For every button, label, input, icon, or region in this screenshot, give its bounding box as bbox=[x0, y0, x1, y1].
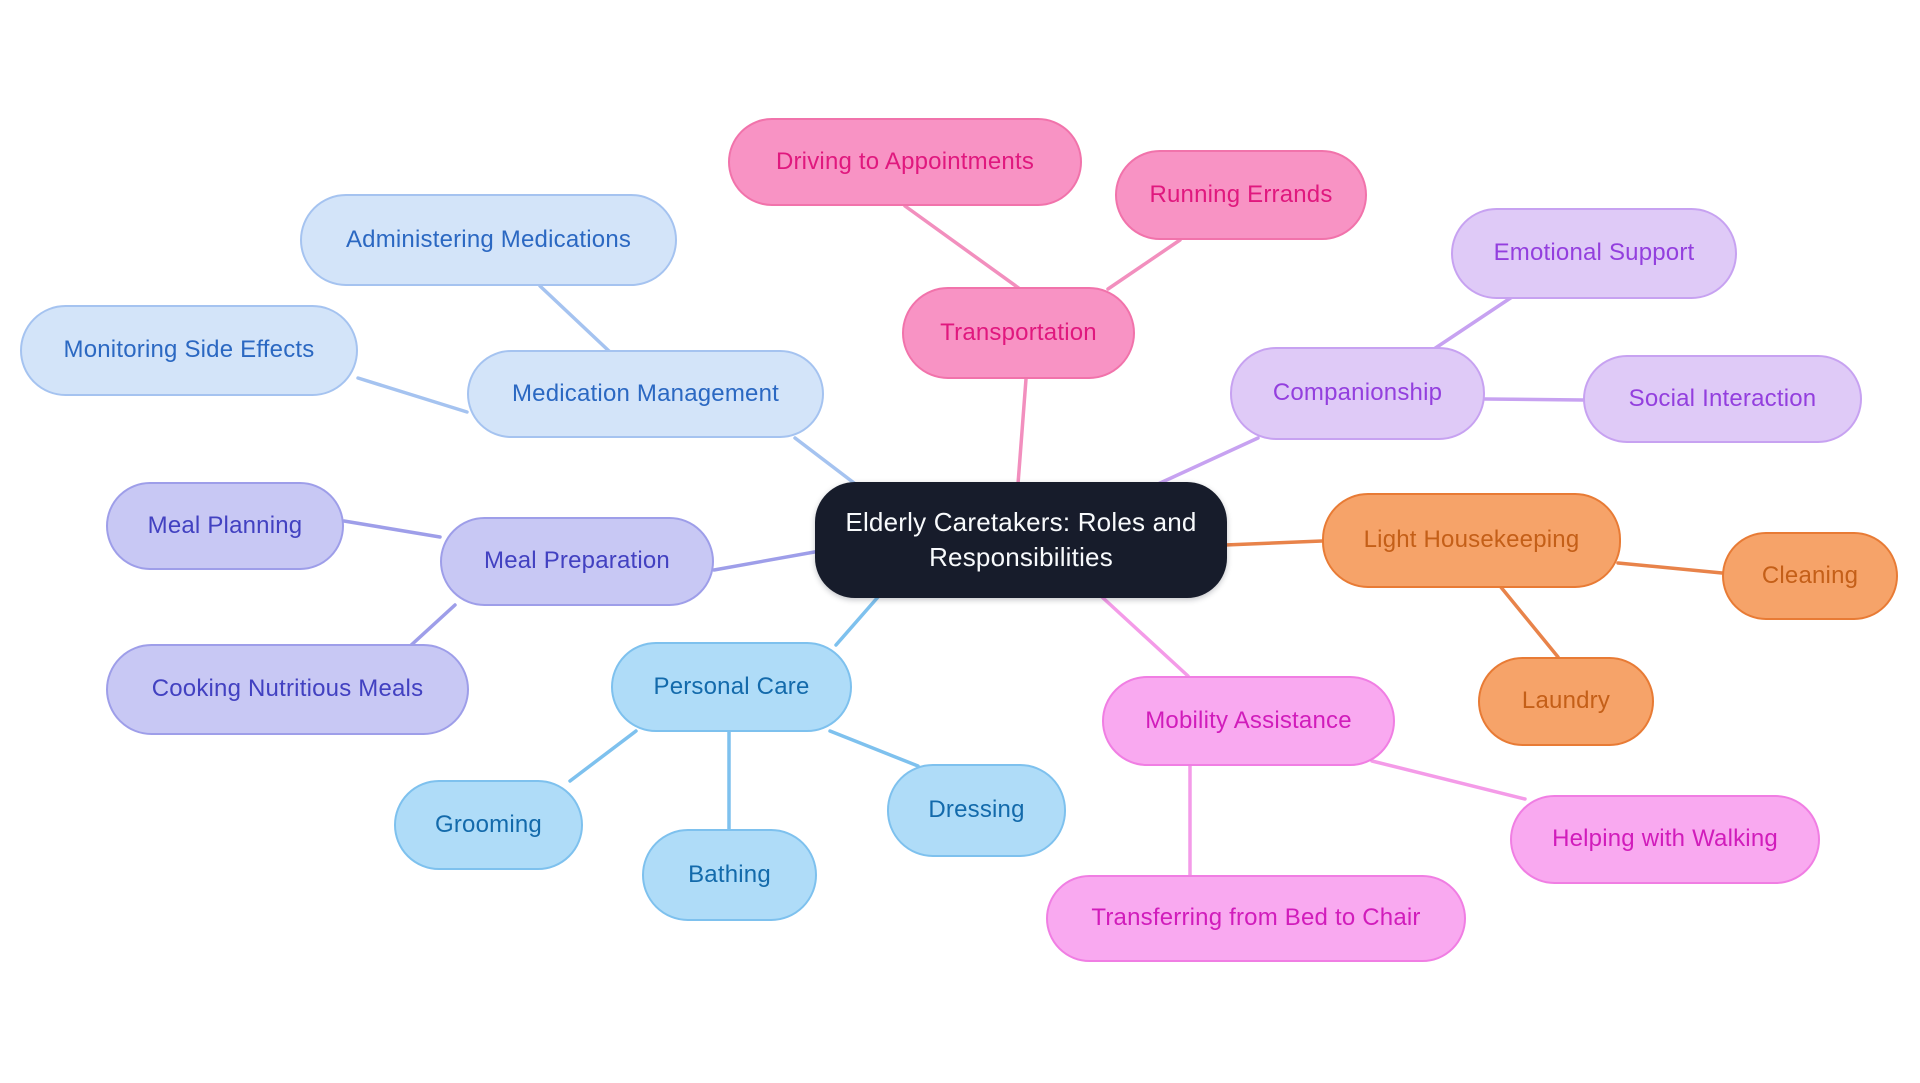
edge-center-personal bbox=[834, 595, 880, 647]
edge-center-mobility bbox=[1100, 595, 1190, 678]
edge-center-meal bbox=[712, 549, 822, 572]
node-meal-planning[interactable]: Meal Planning bbox=[106, 482, 344, 570]
node-social-interaction[interactable]: Social Interaction bbox=[1583, 355, 1862, 443]
node-administering-medications[interactable]: Administering Medications bbox=[300, 194, 677, 286]
node-meal-preparation[interactable]: Meal Preparation bbox=[440, 517, 714, 606]
node-transferring-from-bed-to-chair[interactable]: Transferring from Bed to Chair bbox=[1046, 875, 1466, 962]
node-laundry[interactable]: Laundry bbox=[1478, 657, 1654, 746]
node-transportation[interactable]: Transportation bbox=[902, 287, 1135, 379]
edge-personal-dressing bbox=[828, 729, 920, 768]
node-emotional-support[interactable]: Emotional Support bbox=[1451, 208, 1737, 299]
edge-center-transportation bbox=[1016, 377, 1028, 486]
edge-center-housekeeping bbox=[1223, 539, 1324, 547]
node-running-errands[interactable]: Running Errands bbox=[1115, 150, 1367, 240]
node-cooking-nutritious-meals[interactable]: Cooking Nutritious Meals bbox=[106, 644, 469, 735]
node-dressing[interactable]: Dressing bbox=[887, 764, 1066, 857]
node-helping-with-walking[interactable]: Helping with Walking bbox=[1510, 795, 1820, 884]
edge-companionship-social bbox=[1483, 397, 1585, 402]
node-light-housekeeping[interactable]: Light Housekeeping bbox=[1322, 493, 1621, 588]
edge-transportation-driving bbox=[903, 204, 1022, 291]
edge-meal-cooking bbox=[406, 603, 457, 650]
edge-personal-grooming bbox=[568, 729, 638, 783]
edge-companionship-emotional bbox=[1432, 295, 1514, 351]
edge-meal-planning bbox=[342, 519, 442, 539]
edge-transportation-errands bbox=[1106, 238, 1182, 291]
node-mobility-assistance[interactable]: Mobility Assistance bbox=[1102, 676, 1395, 766]
edge-mobility-walking bbox=[1370, 759, 1527, 801]
edge-medication-monitoring bbox=[356, 376, 469, 414]
edge-housekeeping-laundry bbox=[1498, 584, 1560, 659]
edge-housekeeping-cleaning bbox=[1616, 561, 1724, 575]
node-driving-to-appointments[interactable]: Driving to Appointments bbox=[728, 118, 1082, 206]
edge-center-companionship bbox=[1156, 436, 1260, 486]
node-personal-care[interactable]: Personal Care bbox=[611, 642, 852, 732]
node-center-topic[interactable]: Elderly Caretakers: Roles and Responsibi… bbox=[815, 482, 1227, 598]
node-medication-management[interactable]: Medication Management bbox=[467, 350, 824, 438]
node-grooming[interactable]: Grooming bbox=[394, 780, 583, 870]
node-monitoring-side-effects[interactable]: Monitoring Side Effects bbox=[20, 305, 358, 396]
edge-center-medication bbox=[793, 436, 860, 488]
node-bathing[interactable]: Bathing bbox=[642, 829, 817, 921]
node-cleaning[interactable]: Cleaning bbox=[1722, 532, 1898, 620]
node-companionship[interactable]: Companionship bbox=[1230, 347, 1485, 440]
edge-medication-administering bbox=[538, 284, 612, 354]
